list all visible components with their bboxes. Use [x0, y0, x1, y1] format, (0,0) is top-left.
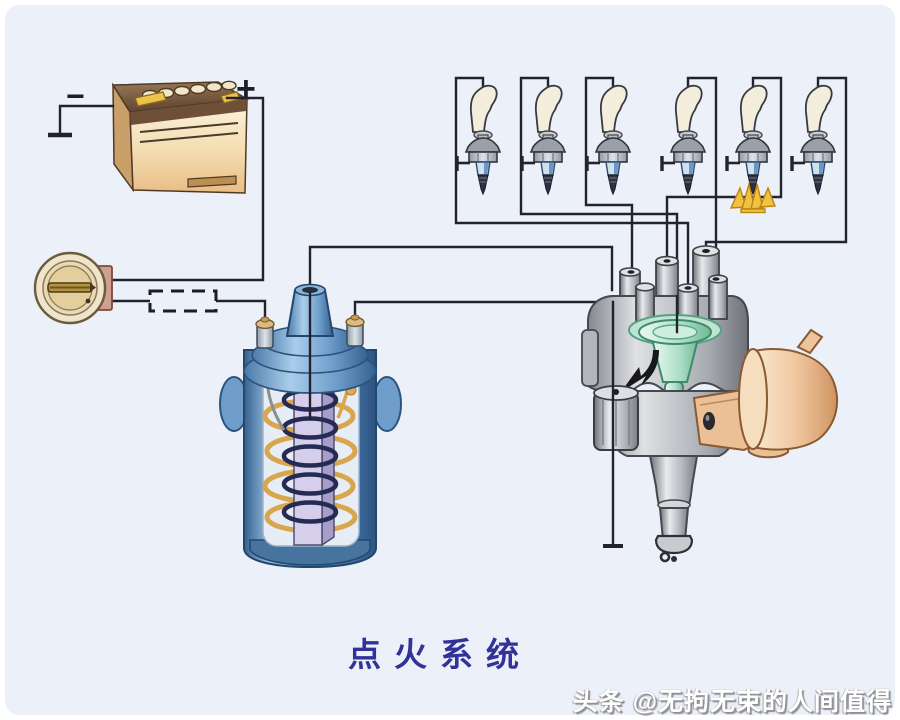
- spark-plug-6: [790, 84, 837, 196]
- distributor-shaft: [648, 455, 699, 563]
- spark-flame-icon: [729, 181, 776, 214]
- battery-minus-wire: [58, 104, 115, 135]
- plug-wire-3: [584, 76, 634, 274]
- wiring-harness: [58, 76, 848, 320]
- spark-plug-2: [520, 84, 567, 196]
- spark-plug-4: [660, 84, 707, 196]
- diagram-title: 点火系统: [348, 636, 532, 673]
- ignition-key-switch: [33, 251, 113, 325]
- coil-terminal-left: [255, 316, 275, 349]
- condenser: [593, 385, 639, 451]
- key-slot: [47, 282, 96, 293]
- vacuum-advance: [692, 328, 839, 459]
- vacuum-arm-bolt: [703, 412, 715, 430]
- battery-plus-wire: [108, 96, 265, 282]
- coil-ear-right: [372, 376, 402, 432]
- plug-wire-2: [519, 76, 679, 302]
- ignition-coil: [219, 283, 402, 569]
- high-tension-lead: [308, 245, 614, 294]
- vacuum-dome: [752, 348, 839, 451]
- battery-minus-label: −: [66, 78, 85, 114]
- cap-clip: [581, 329, 599, 387]
- distributor: [581, 245, 839, 563]
- coil-to-distributor-primary-wire: [353, 300, 615, 320]
- breaker-arrow-icon: [621, 350, 659, 392]
- coil-terminal-right: [345, 314, 365, 347]
- battery: − +: [66, 70, 256, 194]
- watermark: 头条 @无拘无束的人间值得: [572, 688, 892, 716]
- switch-detent-mark: [85, 298, 91, 304]
- plug-wire-5: [665, 76, 783, 264]
- plug-wire-6: [704, 76, 848, 255]
- vacuum-disc: [738, 348, 768, 450]
- plug-wire-4: [686, 76, 718, 282]
- battery-terminal-negative: [134, 91, 167, 107]
- front-wires: [611, 294, 679, 546]
- vacuum-nipple: [796, 328, 824, 355]
- spark-plug-5: [725, 84, 772, 196]
- battery-plus-label: +: [236, 70, 256, 108]
- spark-plug-3: [585, 84, 632, 196]
- plug-wire-1: [454, 76, 690, 291]
- spark-plug-1: [455, 84, 502, 196]
- battery-label-stripe: [187, 175, 237, 188]
- ballast-resistor-box: [148, 289, 218, 313]
